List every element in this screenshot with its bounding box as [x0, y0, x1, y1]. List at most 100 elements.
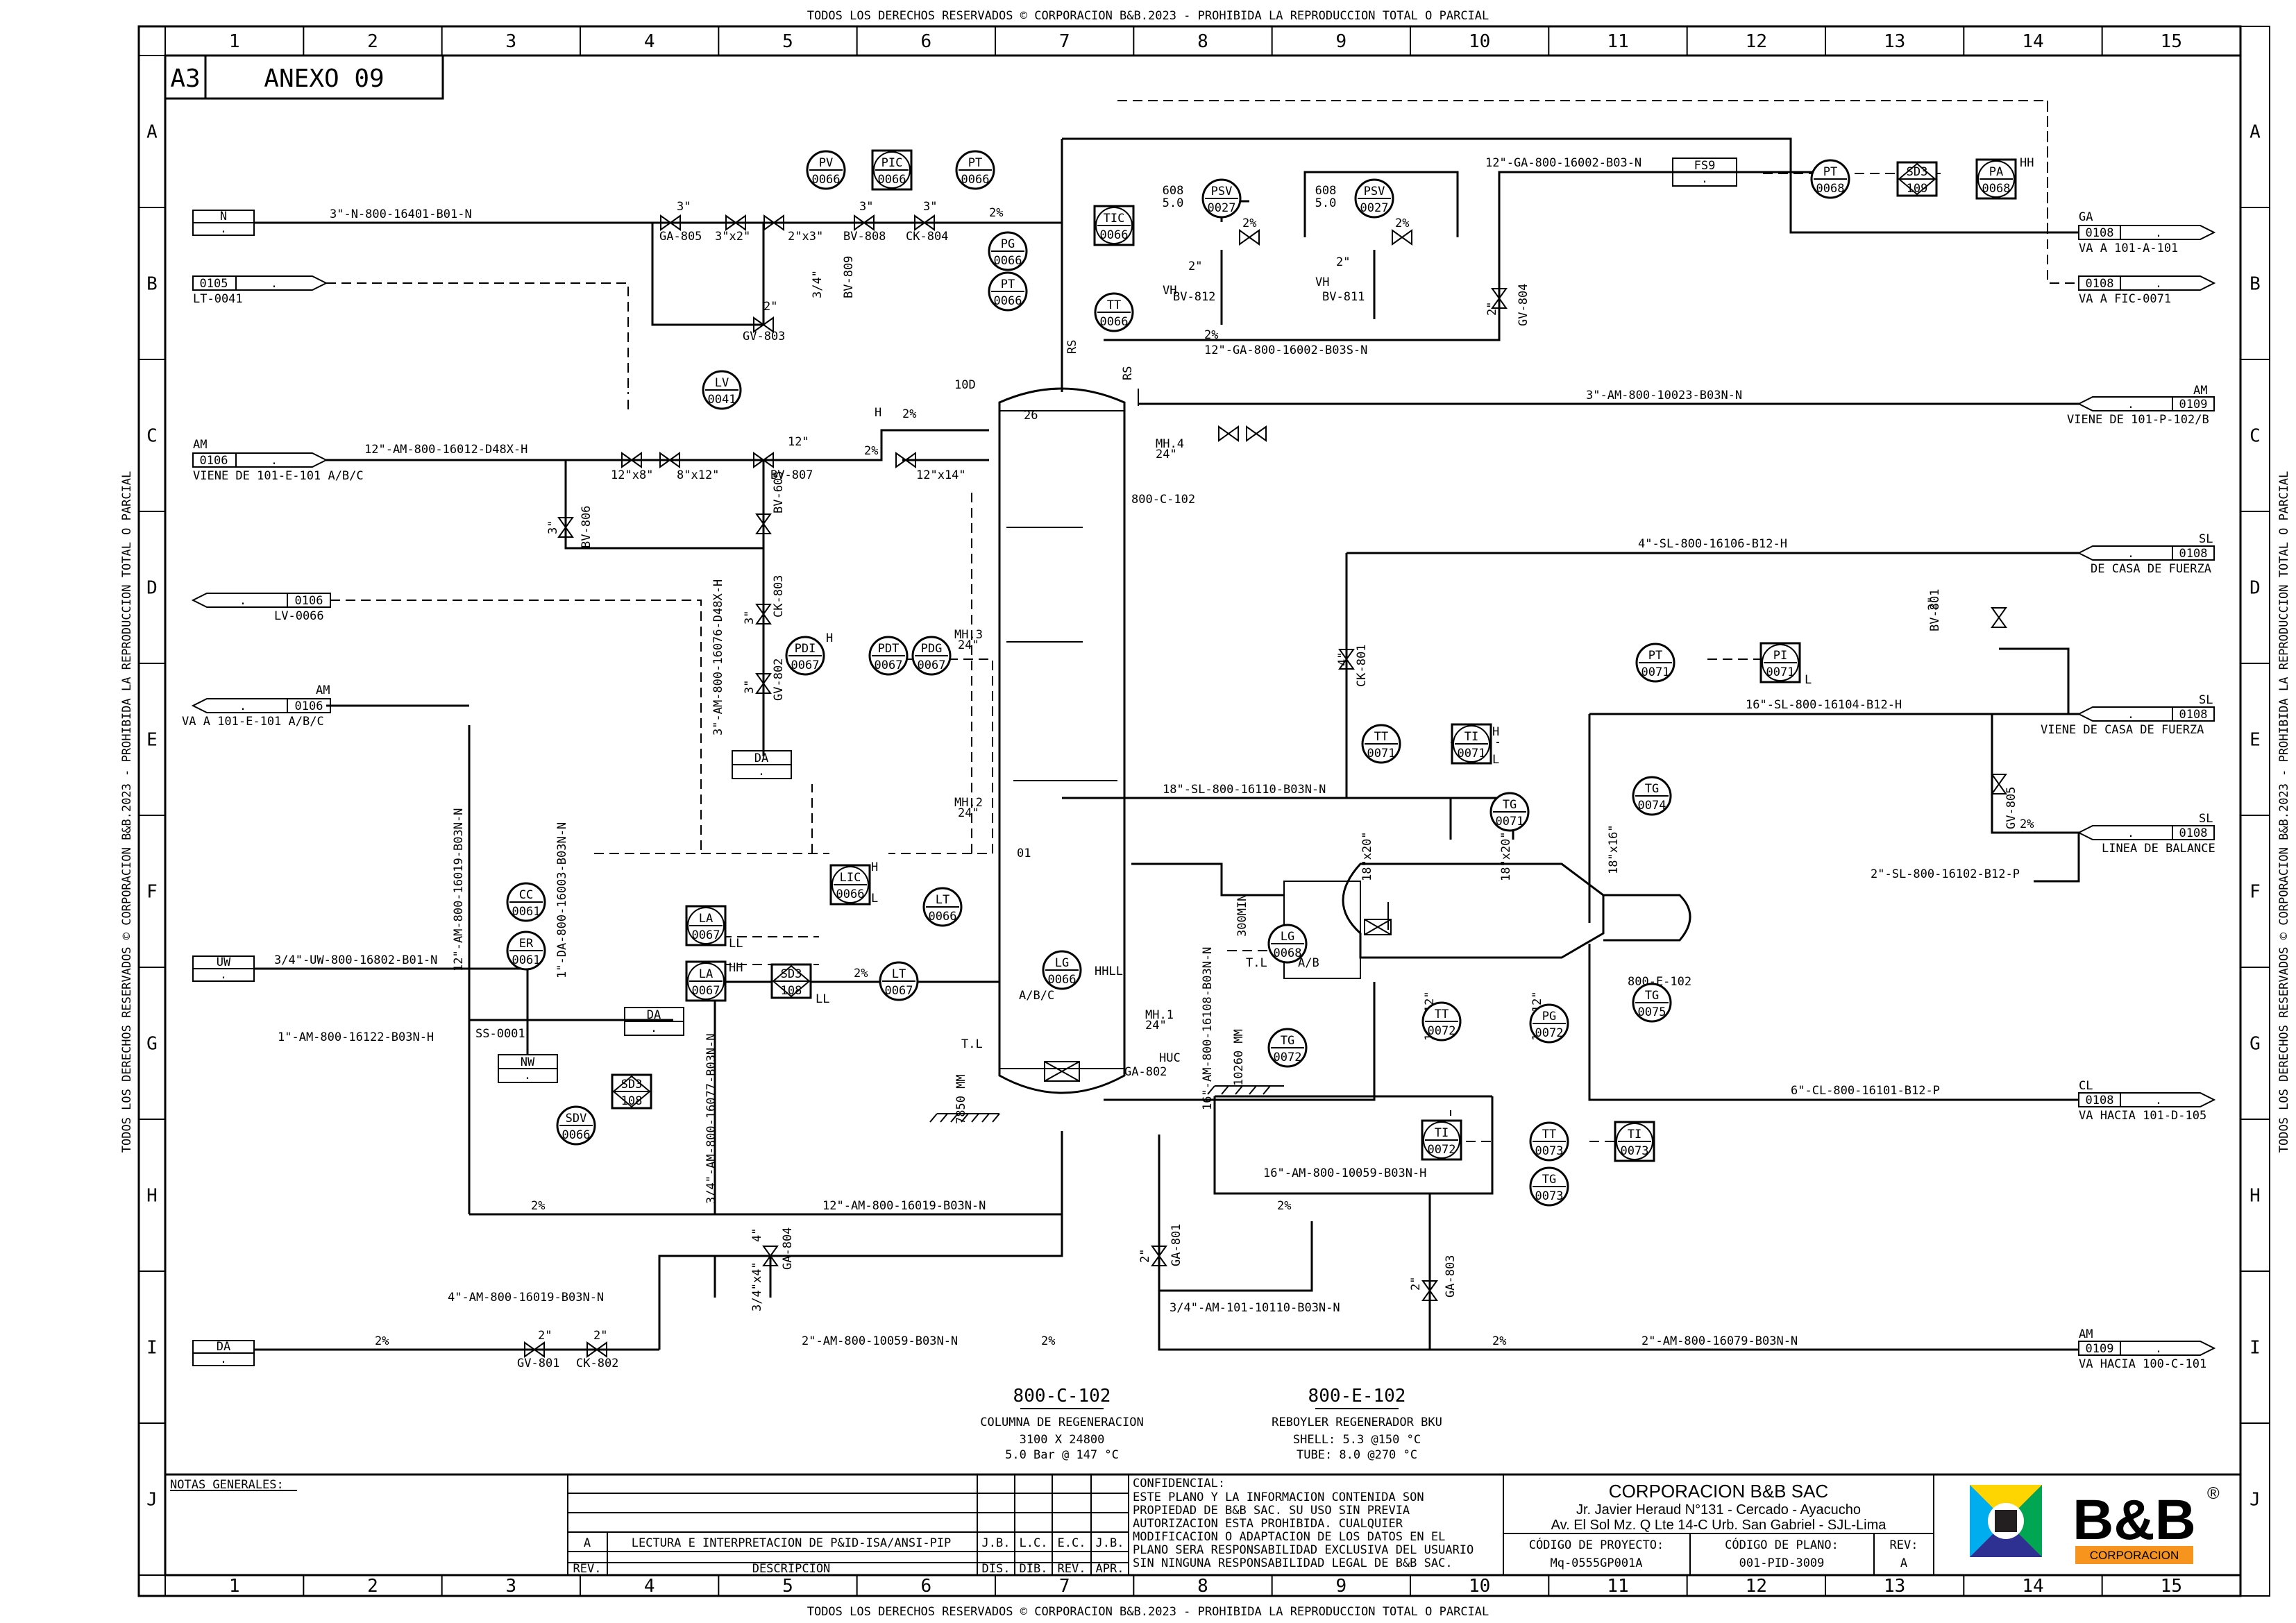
offpage-am0109-in[interactable]: AM . 0109 VIENE DE 101-P-102/B	[2067, 384, 2215, 427]
valve-bv-807: BV-807	[770, 468, 813, 482]
offpage-am0106-in[interactable]: AM 0106 . VIENE DE 101-E-101 A/B/C	[192, 438, 364, 483]
svg-text:2": 2"	[1485, 302, 1499, 316]
instrument-number: 0066	[1100, 228, 1129, 242]
svg-text:DA: DA	[754, 751, 768, 765]
svg-text:2%: 2%	[375, 1334, 389, 1348]
valve-v-8	[1421, 1280, 1438, 1301]
da-box-1[interactable]: DA .	[732, 750, 792, 779]
offpage-n[interactable]: N .	[192, 210, 255, 236]
offpage-sl-casa1[interactable]: SL . 0108 DE CASA DE FUERZA	[2077, 532, 2215, 576]
instrument-tag: TT	[1542, 1128, 1556, 1141]
instrument-tag: PT	[1001, 278, 1015, 291]
svg-text:A: A	[584, 1536, 591, 1550]
svg-text:2": 2"	[1188, 260, 1202, 273]
instrument-tag: LA	[699, 967, 713, 981]
valve-gv-805: GV-805	[2004, 787, 2018, 829]
column-10d: 10D	[954, 378, 976, 392]
instrument-tag: TG	[1542, 1173, 1556, 1187]
svg-text:TUBE: 8.0 @270 °C: TUBE: 8.0 @270 °C	[1297, 1448, 1417, 1462]
line-uw: 3/4"-UW-800-16802-B01-N	[274, 953, 437, 967]
offpage-sl-casa2[interactable]: SL . 0108 VIENE DE CASA DE FUERZA	[2041, 693, 2215, 737]
column-marker-14: 14	[2022, 1576, 2043, 1597]
offpage-uw[interactable]: UW .	[192, 955, 255, 982]
offpage-ga0108[interactable]: GA 0108 . VA A 101-A-101	[2078, 210, 2216, 255]
row-marker-E: E	[146, 730, 158, 751]
svg-text:REV.: REV.	[1058, 1562, 1086, 1576]
svg-text:3/4": 3/4"	[811, 270, 825, 298]
column-marker-10: 10	[1469, 31, 1490, 52]
column-800-c-102[interactable]	[998, 362, 1139, 1094]
svg-text:2%: 2%	[1041, 1334, 1055, 1348]
offpage-am0109-out[interactable]: AM 0109 . VA HACIA 100-C-101	[2078, 1327, 2216, 1371]
valve-symbols[interactable]	[524, 214, 2007, 1358]
offpage-da-left[interactable]: DA .	[192, 1340, 255, 1366]
offpage-lv0066[interactable]: . 0106 LV-0066	[191, 593, 331, 623]
svg-text:CÓDIGO DE PROYECTO:: CÓDIGO DE PROYECTO:	[1529, 1537, 1664, 1552]
offpage-lt0041[interactable]: 0105 . LT-0041	[192, 275, 328, 306]
plan-rev: A	[1900, 1556, 1907, 1570]
svg-text:2": 2"	[763, 300, 777, 314]
valve-h-10	[753, 452, 774, 468]
reboiler-800-e-102[interactable]	[1283, 863, 1691, 979]
line-am-77: 3/4"-AM-800-16077-B03N-N	[704, 1033, 718, 1204]
svg-text:.: .	[2155, 226, 2162, 240]
row-marker-D: D	[2249, 578, 2261, 599]
nw-box[interactable]: NW .	[498, 1054, 558, 1083]
svg-text:SL: SL	[2199, 812, 2213, 826]
offpage-fic0071[interactable]: 0108 . VA A FIC-0071	[2078, 275, 2216, 306]
svg-text:.: .	[2127, 826, 2134, 840]
offpage-sl-balance[interactable]: SL . 0108 LINEA DE BALANCE	[2077, 812, 2215, 856]
column-marker-11: 11	[1607, 1576, 1628, 1597]
da-box-2[interactable]: DA .	[624, 1007, 684, 1036]
offpage-cl0108[interactable]: CL 0108 . VA HACIA 101-D-105	[2078, 1079, 2216, 1123]
offpage-am0106-out[interactable]: AM . 0106 VA A 101-E-101 A/B/C	[182, 683, 331, 729]
svg-text:CL: CL	[2079, 1079, 2093, 1093]
fs9-box[interactable]: FS9 .	[1672, 158, 1737, 187]
instruments[interactable]: PV0066PIC0066PT0066PG0066PT0066TIC0066TT…	[506, 149, 2017, 1207]
column-marker-11: 11	[1607, 31, 1628, 52]
